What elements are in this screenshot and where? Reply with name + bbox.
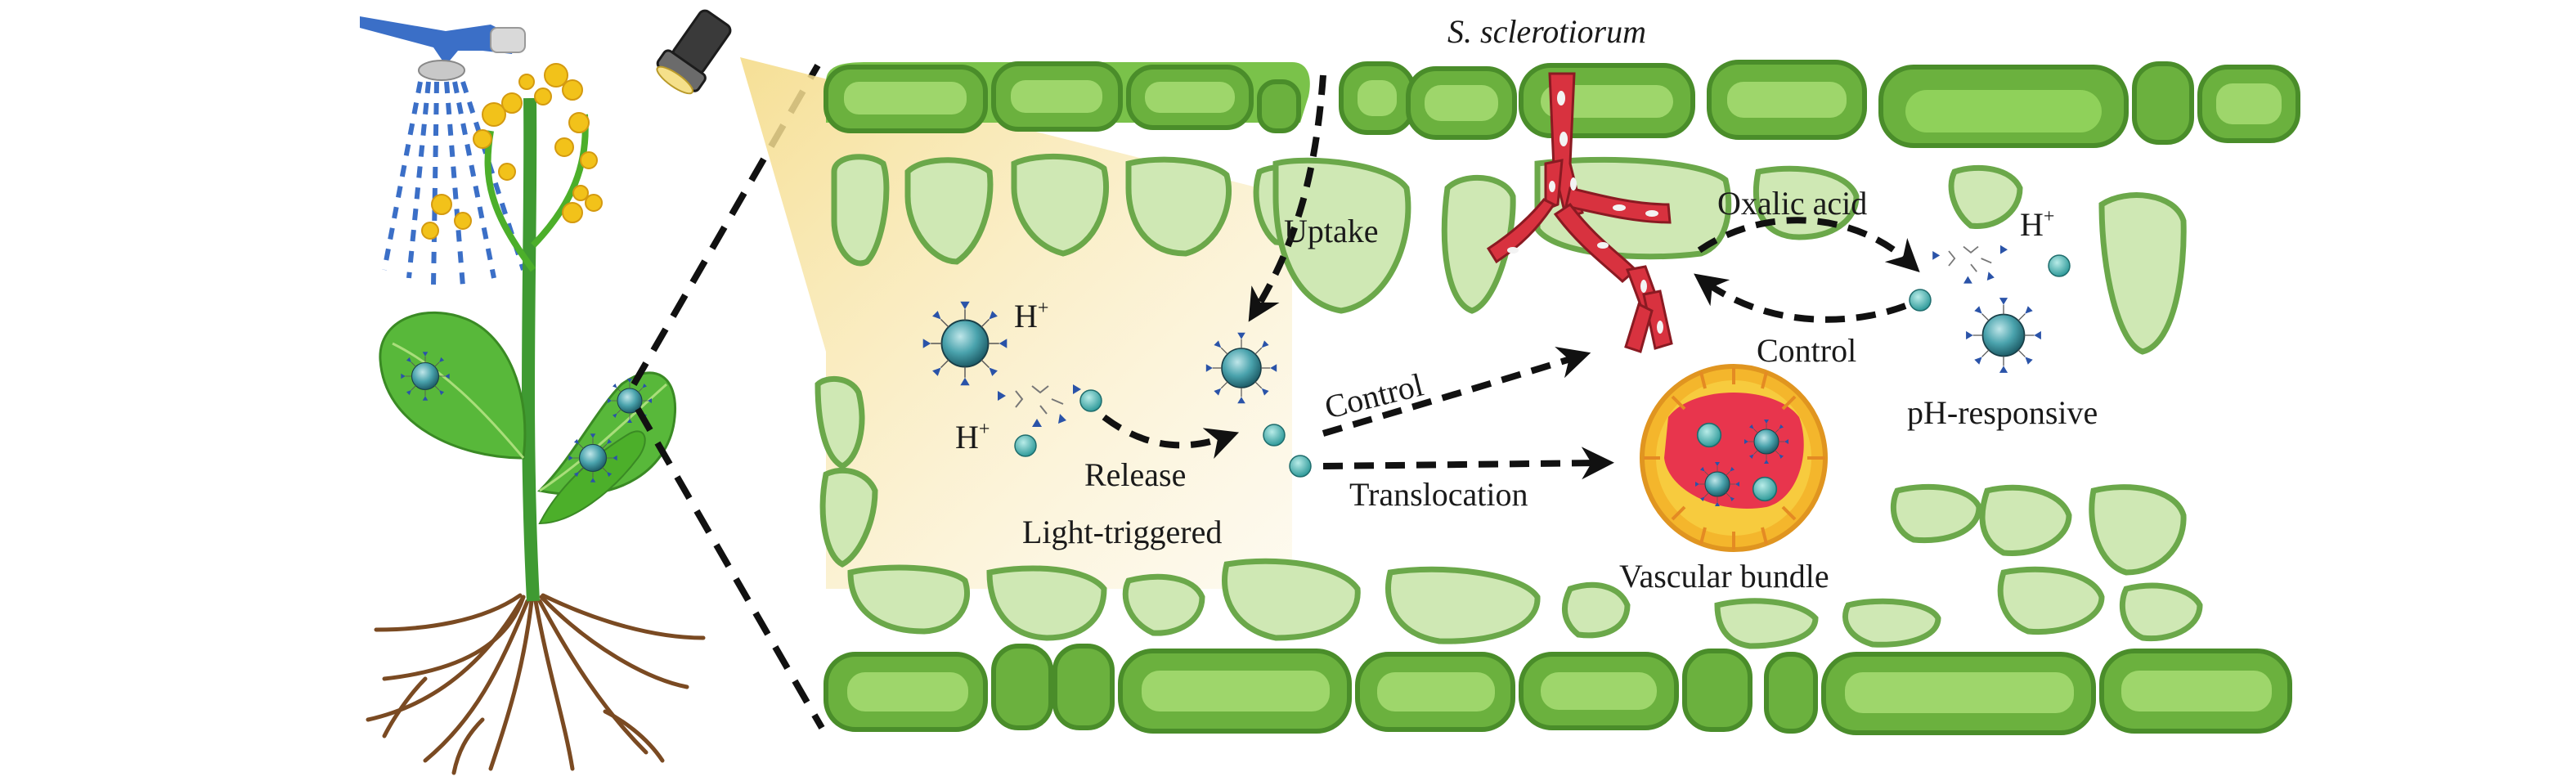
ph-responsive-label: pH-responsive bbox=[1907, 394, 2098, 431]
release-arrow bbox=[1102, 414, 1240, 459]
vascular-bundle bbox=[1640, 364, 1828, 552]
oxalic-acid-label: Oxalic acid bbox=[1717, 185, 1867, 222]
control-arrow-left bbox=[1322, 346, 1591, 437]
released-particle bbox=[1909, 289, 1932, 312]
nanoparticle-icon bbox=[568, 433, 618, 483]
sprinkler-icon bbox=[360, 16, 526, 287]
released-particle bbox=[1014, 434, 1037, 457]
proton-label: H+ bbox=[955, 419, 990, 456]
control-right-label: Control bbox=[1757, 332, 1856, 369]
released-particle bbox=[1079, 389, 1102, 412]
vascular-bundle-label: Vascular bundle bbox=[1619, 558, 1829, 595]
translocation-label: Translocation bbox=[1349, 476, 1528, 513]
control-left-label: Control bbox=[1321, 366, 1426, 425]
proton-label: H+ bbox=[1014, 298, 1048, 334]
control-arrow-right bbox=[1694, 273, 1907, 323]
light-triggered-label: Light-triggered bbox=[1022, 514, 1222, 550]
flowers bbox=[421, 63, 603, 240]
leaf-tissue bbox=[656, 9, 2300, 735]
release-label: Release bbox=[1084, 456, 1186, 493]
oxalic-acid-arrow bbox=[1697, 217, 1920, 272]
nanoparticle-icon bbox=[1205, 331, 1277, 405]
roots bbox=[366, 593, 706, 775]
pathogen-label: S. sclerotiorum bbox=[1447, 13, 1646, 50]
released-particle bbox=[2048, 254, 2071, 277]
zoom-line-top bbox=[631, 64, 821, 386]
leaf-left bbox=[379, 311, 527, 460]
nanoparticle-icon bbox=[1965, 297, 2042, 374]
uptake-label: Uptake bbox=[1284, 213, 1379, 249]
nanoparticle-icon bbox=[400, 351, 451, 402]
zoom-line-bottom bbox=[635, 407, 825, 729]
translocation-arrow bbox=[1322, 447, 1614, 480]
released-particle bbox=[1263, 424, 1286, 447]
cargo-molecules bbox=[1932, 244, 2008, 285]
mesophyll-cells bbox=[815, 154, 2203, 649]
leaf-lower-right bbox=[538, 430, 646, 525]
plant-illustration bbox=[360, 16, 825, 775]
flashlight-icon bbox=[656, 9, 732, 95]
pathogen-hyphae bbox=[1486, 72, 1673, 353]
uptake-arrow bbox=[1248, 74, 1326, 322]
released-particle bbox=[1289, 455, 1312, 478]
nanoparticle-icon bbox=[922, 300, 1008, 387]
proton-label: H+ bbox=[2020, 206, 2054, 243]
